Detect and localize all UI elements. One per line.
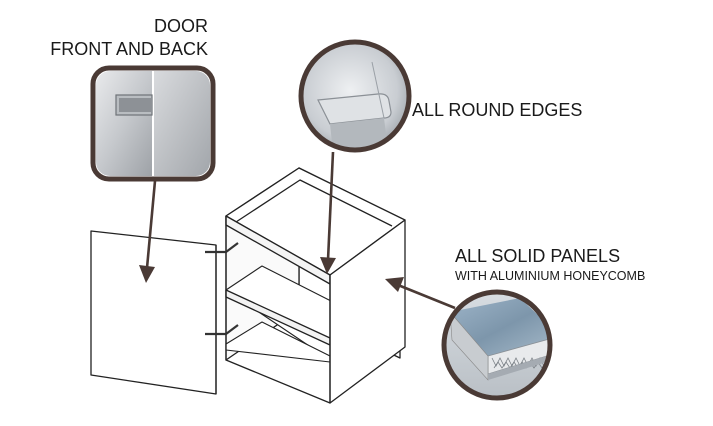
door-arrow	[145, 180, 157, 269]
honeycomb-panel-photo	[450, 298, 550, 356]
edges-label: ALL ROUND EDGES	[412, 100, 583, 120]
panels-label-line1: ALL SOLID PANELS	[455, 246, 621, 266]
cabinet-drawing	[90, 167, 406, 404]
edge-inset	[298, 39, 412, 153]
rounded-edge-photo	[317, 93, 392, 125]
edge-arrow	[326, 151, 335, 261]
door-inset	[90, 65, 216, 182]
panels-label-line2: WITH ALUMINIUM HONEYCOMB	[455, 269, 646, 283]
door-arrow-head	[139, 265, 155, 283]
cabinet-front-edge	[225, 216, 331, 404]
cabinet-door	[90, 230, 217, 395]
panel-arrow-head	[385, 277, 404, 292]
cabinet-top-inner	[235, 179, 393, 227]
hinge-lower	[205, 324, 239, 336]
panel-arrow	[397, 283, 456, 310]
hinge-upper	[205, 242, 239, 254]
panel-inset	[441, 289, 553, 401]
arrows	[139, 151, 456, 310]
door-front-photo	[96, 71, 153, 176]
door-label-line2: FRONT AND BACK	[50, 39, 208, 59]
door-back-photo	[153, 71, 210, 176]
door-label-line1: DOOR	[154, 16, 208, 36]
edge-arrow-head	[320, 257, 336, 274]
